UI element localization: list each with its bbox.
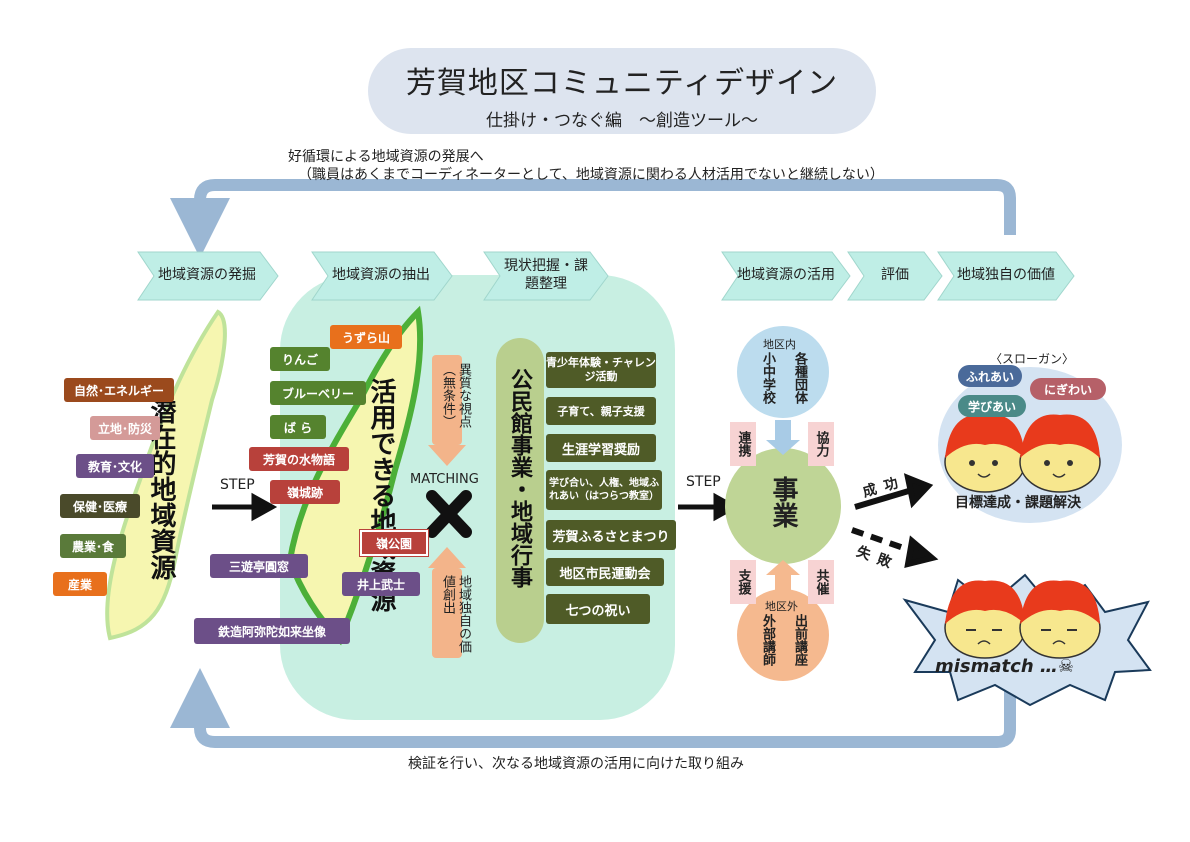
usable-tag-apple: りんご xyxy=(270,347,330,371)
side-kyoryoku: 協力 xyxy=(808,422,834,466)
bottom-loop-arrow xyxy=(170,668,1016,748)
inner-label: 地区内 xyxy=(763,338,796,351)
outer-left: 外部講師 xyxy=(760,614,775,666)
mismatch-label: mismatch …☠ xyxy=(935,656,1075,677)
top-loop-arrow xyxy=(170,179,1016,258)
latent-tag-nature: 自然･エネルギー xyxy=(64,378,174,402)
usable-tag-inoue-takeshi: 井上武士 xyxy=(342,572,420,596)
stage-extraction: 地域資源の抽出 xyxy=(332,267,430,283)
side-kyosai: 共催 xyxy=(808,560,834,604)
slogan-nigiwai: にぎわい xyxy=(1030,378,1106,400)
usable-tag-uzurayama: うずら山 xyxy=(330,325,402,349)
stage-unique-value: 地域独自の価値 xyxy=(957,267,1055,283)
project-center: 事業 xyxy=(768,476,798,528)
event-sports-day: 地区市民運動会 xyxy=(546,558,664,586)
stage-discovery: 地域資源の発掘 xyxy=(158,267,256,283)
usable-tag-amida-statue: 鉄造阿弥陀如来坐像 xyxy=(194,618,350,644)
step-label-1: STEP xyxy=(220,477,255,493)
event-childcare: 子育て、親子支援 xyxy=(546,397,656,425)
side-renkei: 連携 xyxy=(730,422,756,466)
latent-tag-education: 教育･文化 xyxy=(76,454,154,478)
happy-characters-icon xyxy=(944,414,1101,493)
outer-right: 出前講座 xyxy=(792,614,807,666)
usable-tag-castle-ruins: 嶺城跡 xyxy=(270,480,340,504)
slogan-manabiai: 学びあい xyxy=(958,395,1026,417)
slogan-result: 目標達成・課題解決 xyxy=(955,495,1081,511)
side-shien: 支援 xyxy=(730,560,756,604)
bottom-note: 検証を行い、次なる地域資源の活用に向けた取り組み xyxy=(408,756,744,772)
slogan-title: 〈スローガン〉 xyxy=(990,352,1075,366)
event-hometown-festival: 芳賀ふるさとまつり xyxy=(546,520,676,550)
top-note-line2: （職員はあくまでコーディネーターとして、地域資源に関わる人材活用でないと継続しな… xyxy=(298,167,884,183)
kominkan-label: 公民館事業・地域行事 xyxy=(507,368,532,588)
step-label-2: STEP xyxy=(686,474,721,490)
page-subtitle: 仕掛け・つなぐ編 ～創造ツール～ xyxy=(486,111,758,131)
event-youth-challenge: 青少年体験・チャレンジ活動 xyxy=(546,352,656,388)
event-community-class: 学び合い、人権、地域ふれあい（はつらつ教室） xyxy=(546,470,662,510)
usable-tag-blueberry: ブルーベリー xyxy=(270,381,366,405)
stage-analysis: 現状把握・課題整理 xyxy=(504,258,588,292)
matching-x-icon xyxy=(426,490,472,538)
latent-tag-location: 立地･防災 xyxy=(90,416,160,440)
latent-tag-agriculture: 農業･食 xyxy=(60,534,126,558)
usable-tag-park: 嶺公園 xyxy=(359,529,429,557)
inner-right: 各種団体 xyxy=(792,352,807,404)
top-note-line1: 好循環による地域資源の発展へ xyxy=(288,149,484,165)
event-seven-celebration: 七つの祝い xyxy=(546,594,650,624)
outer-label: 地区外 xyxy=(765,600,798,613)
matching-top-label: 異質な視点（無条件） xyxy=(440,363,471,428)
stage-evaluation: 評価 xyxy=(881,267,909,283)
usable-tag-water-story: 芳賀の水物語 xyxy=(249,447,349,471)
inner-left: 小中学校 xyxy=(760,352,775,404)
matching-label: MATCHING xyxy=(410,472,479,487)
matching-bottom-label: 地域独自の価値創出 xyxy=(440,575,471,653)
title-box: 芳賀地区コミュニティデザイン 仕掛け・つなぐ編 ～創造ツール～ xyxy=(368,48,876,134)
latent-tag-health: 保健･医療 xyxy=(60,494,140,518)
usable-tag-rose: ば ら xyxy=(270,415,326,439)
slogan-fureai: ふれあい xyxy=(958,365,1022,387)
usable-tag-sanyutei: 三遊亭圓窓 xyxy=(210,554,308,578)
stage-chevrons xyxy=(137,251,1075,301)
sad-characters-icon xyxy=(944,580,1101,659)
page-title: 芳賀地区コミュニティデザイン xyxy=(405,66,839,101)
event-lifelong-learning: 生涯学習奨励 xyxy=(546,434,656,462)
stage-utilization: 地域資源の活用 xyxy=(737,267,835,283)
latent-tag-industry: 産業 xyxy=(53,572,107,596)
